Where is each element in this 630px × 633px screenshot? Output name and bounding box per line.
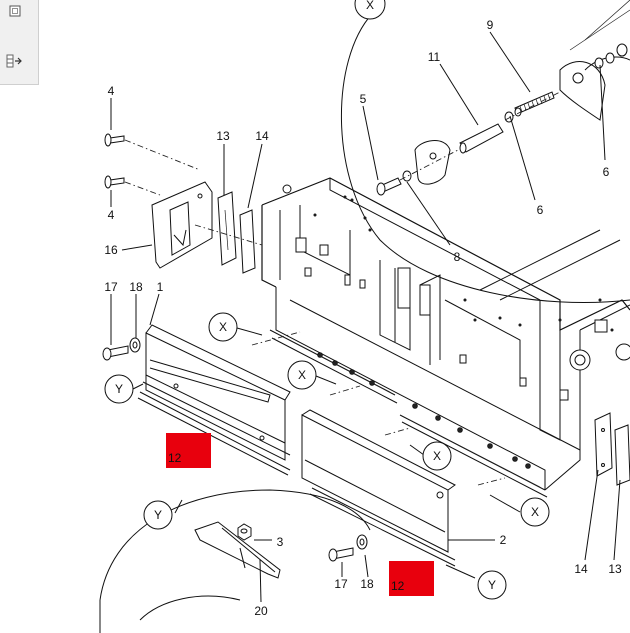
detail-view-y	[99, 489, 371, 633]
label-part-4a: 4	[108, 84, 115, 98]
svg-text:12: 12	[391, 579, 405, 593]
label-part-9: 9	[487, 18, 494, 32]
callout-x-left: X	[208, 312, 238, 342]
label-part-8: 8	[454, 250, 461, 264]
label-part-6a: 6	[603, 165, 610, 179]
svg-text:X: X	[531, 505, 539, 519]
label-part-5: 5	[360, 92, 367, 106]
label-part-6b: 6	[537, 203, 544, 217]
callout-y-left: Y	[104, 374, 134, 404]
washers-upper	[594, 43, 628, 69]
part-13-plate	[217, 191, 237, 266]
svg-text:12: 12	[168, 451, 182, 465]
label-part-1: 1	[157, 280, 164, 294]
bracket-bottom-right	[594, 412, 630, 486]
callout-x-mid: X	[287, 360, 317, 390]
svg-text:X: X	[433, 449, 441, 463]
detail-plate	[414, 140, 451, 185]
guide-rails	[251, 329, 548, 498]
part-5-bolt	[376, 170, 412, 196]
viewer-toolbar	[0, 0, 39, 85]
label-part-18a: 18	[129, 280, 143, 294]
svg-text:X: X	[219, 320, 227, 334]
label-part-17a: 17	[104, 280, 118, 294]
part-number-labels: 4 4 13 14 16 17 18 1 9 11 5 6 6 8 2 3 20…	[104, 18, 622, 618]
svg-text:X: X	[366, 0, 374, 12]
label-part-13b: 13	[608, 562, 622, 576]
highlight-tag-left: 12	[166, 433, 211, 468]
move-to-panel-button[interactable]	[4, 50, 26, 72]
svg-text:Y: Y	[154, 508, 162, 522]
callout-y-bottom: Y	[477, 570, 507, 600]
part-17-18-bottom	[328, 534, 368, 562]
label-part-14b: 14	[574, 562, 588, 576]
part-1-cover	[137, 324, 291, 476]
label-part-2: 2	[500, 533, 507, 547]
callout-x-right-upper: X	[422, 441, 452, 471]
callout-y-detail: Y	[143, 500, 173, 530]
leader-lines	[110, 98, 621, 603]
label-part-3: 3	[277, 535, 284, 549]
part-17-18-left	[102, 337, 141, 361]
callout-x-right-lower: X	[520, 497, 550, 527]
part-2-cover	[301, 409, 456, 567]
callout-x-top: X	[354, 0, 386, 20]
window-restore-button[interactable]	[4, 0, 26, 22]
detail-view-x	[340, 0, 630, 303]
label-part-11: 11	[428, 50, 441, 64]
label-part-18b: 18	[360, 577, 374, 591]
label-part-20: 20	[254, 604, 268, 618]
square-icon	[9, 5, 21, 17]
part-3-nut	[237, 523, 252, 541]
label-part-16: 16	[104, 243, 118, 257]
part-14-plate	[239, 209, 256, 274]
part-16-bracket	[151, 181, 213, 269]
move-arrow-icon	[6, 54, 22, 68]
label-part-14a: 14	[255, 129, 269, 143]
part-4-bolts	[104, 133, 263, 246]
highlight-tag-right: 12	[389, 561, 434, 596]
label-part-13a: 13	[216, 129, 230, 143]
svg-text:Y: Y	[115, 382, 123, 396]
upper-bracket	[559, 0, 630, 121]
svg-text:X: X	[298, 368, 306, 382]
label-part-17b: 17	[334, 577, 348, 591]
svg-text:Y: Y	[488, 578, 496, 592]
part-11-spacer	[459, 107, 522, 154]
main-frame	[261, 177, 630, 491]
label-part-4b: 4	[108, 208, 115, 222]
part-20-clip	[194, 521, 281, 579]
